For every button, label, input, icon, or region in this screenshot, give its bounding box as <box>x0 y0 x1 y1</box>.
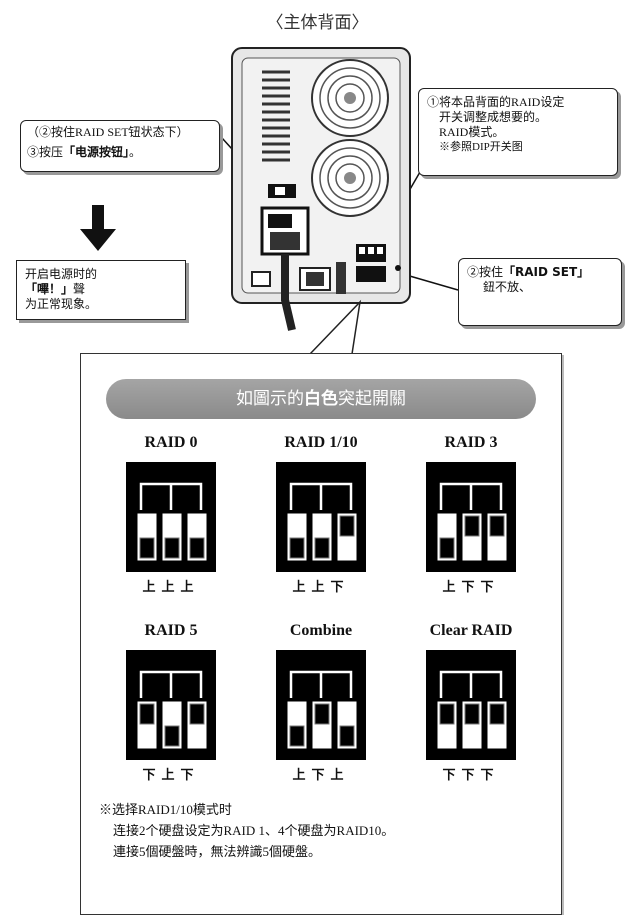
switch-positions: 上下上 <box>292 768 350 783</box>
switch-positions: 上上上 <box>142 580 200 595</box>
switch-positions: 上下下 <box>442 580 500 595</box>
switch-knob <box>164 537 180 559</box>
dip-switch-diagram <box>426 650 516 760</box>
port <box>251 271 271 287</box>
vent-slots <box>262 70 290 162</box>
power-button <box>268 214 292 228</box>
switch-knob <box>464 515 480 537</box>
callout-text: 开启电源时的 <box>25 267 98 281</box>
callout-bold-text: 「电源按钮」 <box>63 145 130 159</box>
switch-knob <box>339 515 355 537</box>
switch-knob <box>189 537 205 559</box>
switch-knob <box>489 703 505 725</box>
callout-text: （②按住RAID SET钮状态下） <box>27 125 189 139</box>
switch-knob <box>139 703 155 725</box>
dip-switch-panel: 如圖示的白色突起開關 RAID 0 上上上 RAID 1/10 上上下 RAID 3 上下… <box>80 353 562 915</box>
mode-label: RAID 0 <box>144 434 198 451</box>
callout-text: ①将本品背面的RAID设定 <box>427 95 565 109</box>
switch-knob <box>314 703 330 725</box>
switch-positions: 下上下 <box>142 768 200 783</box>
dip-switch-diagram <box>126 462 216 572</box>
fan-bottom <box>311 139 389 217</box>
switch-knob <box>289 537 305 559</box>
mode-label: Combine <box>289 622 353 639</box>
switch-knob <box>339 725 355 747</box>
page-title: 〈主体背面〉 <box>266 13 369 32</box>
switch-knob <box>439 703 455 725</box>
arrow-down-icon <box>80 205 116 251</box>
callout-set-dip: ①将本品背面的RAID设定 开关调整成想要的。 RAID模式。 ※参照DIP开关… <box>418 88 618 176</box>
callout-bold-text: 「嗶！」 <box>25 282 74 296</box>
mode-label: RAID 3 <box>444 434 498 451</box>
callout-hold-raid-set: ②按住「RAID SET」 鈕不放、 <box>458 258 622 326</box>
zoom-connector <box>308 299 362 355</box>
switch-knob <box>139 537 155 559</box>
switch-knob <box>489 515 505 537</box>
mode-label: Clear RAID <box>429 622 513 639</box>
callout-text: RAID模式。 <box>439 125 505 139</box>
dip-switch-diagram <box>126 650 216 760</box>
dip-switch-diagram <box>426 462 516 572</box>
switch-positions: 下下下 <box>442 768 500 783</box>
switch-knob <box>289 725 305 747</box>
raid-set-button <box>356 266 386 282</box>
switch-knob <box>164 725 180 747</box>
switch-knob <box>439 537 455 559</box>
switch-knob <box>314 537 330 559</box>
dip-switch-diagram <box>276 462 366 572</box>
switch-knob <box>189 703 205 725</box>
switch-knob <box>464 703 480 725</box>
device-rear-illustration <box>221 47 459 331</box>
callout-text: 为正常现象。 <box>25 297 98 311</box>
banner: 如圖示的白色突起開關 <box>106 379 536 419</box>
dip-switch-diagram <box>276 650 366 760</box>
mode-label: RAID 1/10 <box>284 434 358 451</box>
callout-note: ※参照DIP开关图 <box>439 141 523 153</box>
port <box>336 262 346 294</box>
callout-text: 开关调整成想要的。 <box>439 110 548 124</box>
fan-top <box>311 59 389 137</box>
callout-text: ③按压 <box>27 145 64 159</box>
switch-positions: 上上下 <box>292 580 350 595</box>
footnote: ※选择RAID1/10模式时 连接2个硬盘设定为RAID 1、4个硬盘为RAID… <box>99 802 395 859</box>
callout-text: 鈕不放、 <box>483 280 532 294</box>
callout-beep-note: 开启电源时的 「嗶！」聲 为正常现象。 <box>16 260 186 320</box>
power-cable <box>281 254 296 331</box>
mode-label: RAID 5 <box>144 622 198 639</box>
callout-bold-text: 「RAID SET」 <box>503 265 590 279</box>
callout-press-power: （②按住RAID SET钮状态下） ③按压「电源按钮」。 <box>20 120 220 172</box>
